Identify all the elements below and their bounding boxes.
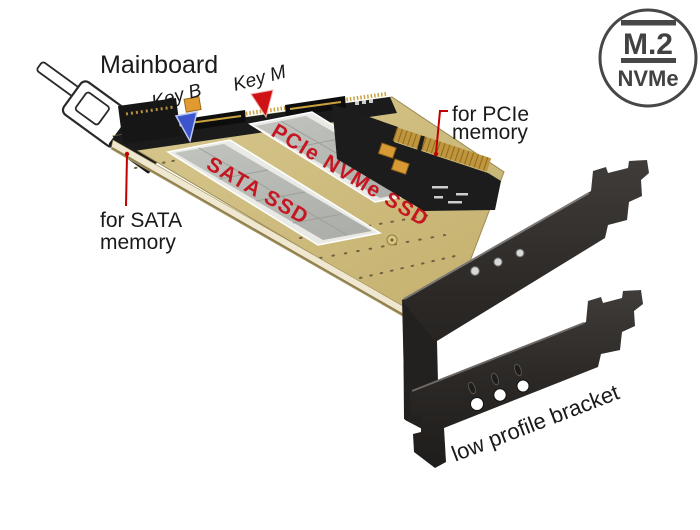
label-for-pcie-memory-line2: memory	[452, 121, 528, 144]
low-bracket-body	[410, 290, 643, 468]
bracket-hole	[516, 379, 530, 393]
pcie-pointer-dot	[433, 151, 439, 157]
label-for-pcie-memory-line1: for PCIe	[452, 103, 529, 126]
sata-pointer-line	[125, 154, 128, 207]
low-bracket-embossing	[468, 363, 522, 395]
pcb-via-dots	[134, 159, 456, 279]
capacitor	[377, 142, 397, 159]
sata-connector-pins	[125, 105, 175, 116]
sata-pad-grid	[198, 147, 348, 236]
low-profile-bracket	[410, 290, 643, 468]
label-for-sata-memory-line2: memory	[100, 231, 176, 254]
pcb-edge-shadow	[111, 147, 443, 338]
label-mainboard: Mainboard	[100, 51, 218, 79]
label-key-m: Key M	[231, 62, 289, 96]
key-b-slot	[189, 115, 242, 124]
pcie-corner	[332, 104, 501, 211]
capacitor	[390, 158, 410, 175]
sata-pointer-dot	[124, 151, 130, 157]
bracket-hole	[493, 388, 507, 402]
badge-nvme-text: NVMe	[617, 66, 678, 91]
low-bracket-bevel	[411, 322, 585, 392]
key-b-arrow-icon	[174, 111, 199, 144]
certification-marks	[355, 99, 373, 105]
orange-component	[183, 96, 202, 113]
pcie-key-notch	[417, 135, 425, 152]
pcie-pointer-line	[435, 110, 448, 154]
bracket-rivet	[470, 266, 480, 276]
bracket-rivet	[515, 248, 525, 258]
silkscreen-text	[432, 186, 468, 204]
bracket-rivet	[493, 257, 503, 267]
pcie-edge-connector	[392, 127, 492, 172]
pcie-memory-annotation: for PCIe memory	[433, 103, 529, 157]
bracket-body	[402, 160, 649, 432]
key-m-arrow-icon	[250, 89, 274, 119]
badge-overline	[621, 20, 676, 26]
m2-nvme-badge: M.2 NVMe	[598, 8, 698, 108]
label-for-sata-memory-line1: for SATA	[100, 209, 182, 232]
cable-plug-inner	[74, 91, 110, 126]
sata-memory-annotation: for SATA memory	[100, 151, 182, 254]
pcie-card: SATA SSD PCIe NVMe SSD	[110, 92, 505, 339]
standoff-hole	[390, 238, 394, 242]
sata-connector	[118, 98, 181, 144]
key-m-slot	[289, 101, 342, 110]
badge-underline	[621, 58, 676, 63]
badge-m2-text: M.2	[623, 28, 673, 61]
bracket-hole	[470, 397, 484, 411]
bracket-bevel	[403, 192, 590, 300]
